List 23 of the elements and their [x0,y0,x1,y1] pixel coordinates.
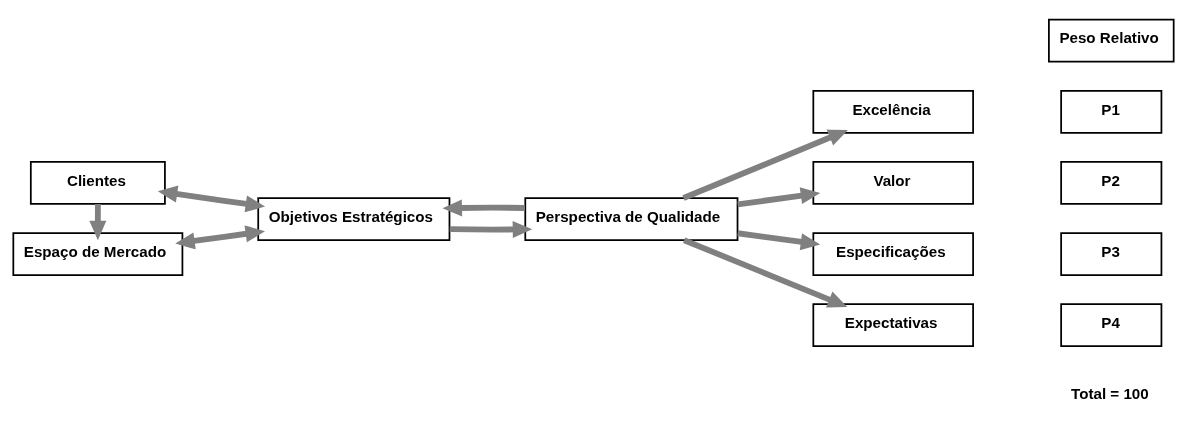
node-box: Valor [812,161,974,205]
arrow [175,225,265,250]
arrow [157,185,266,213]
arrow [89,204,107,241]
arrow [682,129,848,201]
arrow [737,187,821,208]
arrow [683,237,848,308]
node-box: Perspectiva de Qualidade [524,197,739,241]
node-box: P2 [1060,161,1163,205]
node-box: Espaço de Mercado [12,232,184,276]
node-box: P1 [1060,89,1163,134]
node-box: Objetivos Estratégicos [257,197,451,241]
label: Total = 100 [1071,385,1149,403]
node-box: Expectativas [812,303,974,348]
node-box: P3 [1060,232,1163,276]
arrow [449,220,533,239]
node-box: Especificações [812,232,974,276]
node-box: Clientes [29,161,166,205]
node-box: P4 [1060,303,1163,348]
node-box: Excelência [812,89,974,134]
arrow [737,230,821,251]
node-box: Peso Relativo [1048,18,1175,63]
arrow [442,199,525,217]
